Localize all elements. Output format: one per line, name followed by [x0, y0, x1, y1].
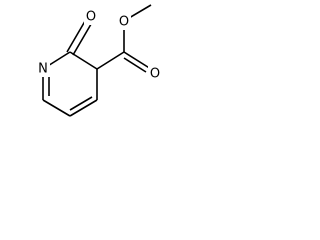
- bond-c5-c6: [42, 99, 71, 117]
- bond-c4-c5: [69, 99, 98, 117]
- atom-label-carbonyl-oxygen: O: [86, 10, 96, 25]
- molecule-drawing: N O O O: [36, 4, 162, 117]
- atom-bg-carbonyl-oxygen: [84, 9, 98, 25]
- bond-cester-o-double: [123, 51, 152, 70]
- atom-bg-ester-ether-oxygen: [117, 14, 131, 30]
- atom-label-ester-carbonyl-oxygen: O: [150, 67, 160, 82]
- atom-bg-nitrogen: [36, 61, 50, 77]
- bond-c4-c5-inner: [69, 96, 93, 111]
- atom-label-nitrogen: N: [38, 62, 48, 77]
- atom-label-ester-ether-oxygen: O: [119, 15, 129, 30]
- bond-c3-cester: [96, 51, 125, 70]
- atom-bg-ester-carbonyl-oxygen: [148, 66, 162, 82]
- bond-c2-c3: [69, 51, 98, 70]
- bond-cester-o-double-inner: [123, 57, 147, 73]
- structure-diagram: N O O O: [0, 0, 179, 146]
